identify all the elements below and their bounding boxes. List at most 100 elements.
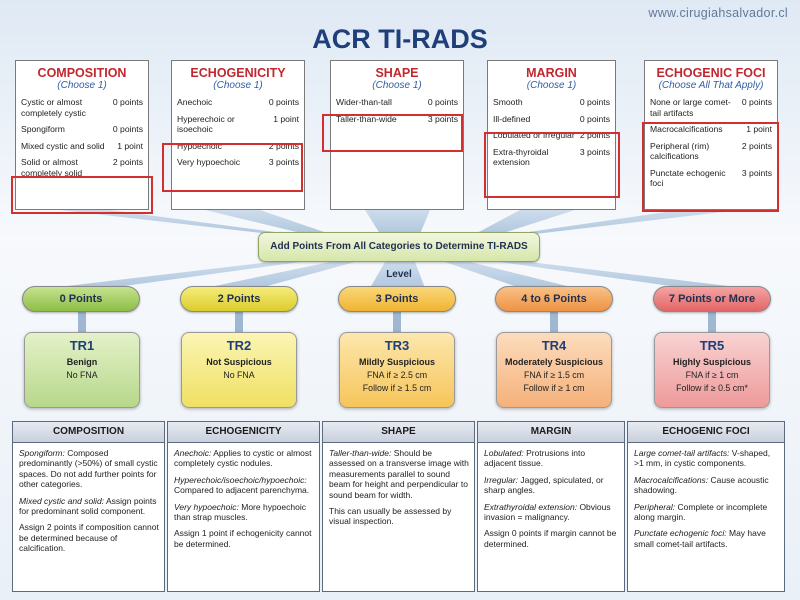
tr-box-tr1: TR1 Benign No FNA <box>24 332 140 408</box>
category-composition: COMPOSITION (Choose 1) Cystic or almost … <box>15 60 149 210</box>
desc-title: ECHOGENIC FOCI <box>628 422 784 443</box>
option-points: 0 points <box>112 97 143 107</box>
option-row: Anechoic 0 points <box>177 97 299 108</box>
desc-paragraph: Hyperechoic/isoechoic/hypoechoic: Compar… <box>174 474 310 496</box>
desc-paragraph: Spongiform: Composed predominantly (>50%… <box>19 448 158 490</box>
tr-code: TR3 <box>384 338 410 353</box>
option-label: None or large comet-tail artifacts <box>650 97 731 118</box>
desc-title: SHAPE <box>323 422 474 443</box>
desc-body: Anechoic: Applies to cystic or almost co… <box>168 443 319 549</box>
ray-up-3 <box>365 210 430 234</box>
option-label: Anechoic <box>177 97 213 107</box>
option-points: 3 points <box>741 167 772 178</box>
tr-box-tr4: TR4 Moderately Suspicious FNA if ≥ 1.5 c… <box>496 332 612 408</box>
desc-paragraph: Taller-than-wide: Should be assessed on … <box>329 448 469 500</box>
points-pill-tr3: 3 Points <box>338 286 456 312</box>
desc-body: Lobulated: Protrusions into adjacent tis… <box>478 443 624 549</box>
highlight-box <box>484 132 620 198</box>
option-points: 2 points <box>112 157 143 167</box>
tr-box-tr5: TR5 Highly Suspicious FNA if ≥ 1 cm Foll… <box>654 332 770 408</box>
tr-recommendation: No FNA <box>66 370 98 380</box>
option-row: Solid or almost completely solid 2 points <box>21 157 143 178</box>
category-subtitle: (Choose 1) <box>372 80 422 91</box>
option-points: 0 points <box>112 124 143 134</box>
tr-name: Moderately Suspicious <box>504 357 604 367</box>
option-label: Lobulated or irregular <box>493 130 575 140</box>
option-label: Solid or almost completely solid <box>21 157 83 178</box>
option-label: Taller-than-wide <box>336 113 397 124</box>
category-echogenic-foci: ECHOGENIC FOCI (Choose All That Apply) N… <box>644 60 778 210</box>
option-points: 3 points <box>268 157 299 167</box>
desc-body: Taller-than-wide: Should be assessed on … <box>323 443 474 527</box>
desc-paragraph: Punctate echogenic foci: May have small … <box>634 528 766 549</box>
option-row: Punctate echogenic foci 3 points <box>650 168 772 189</box>
option-label: Punctate echogenic foci <box>650 167 726 189</box>
desc-paragraph: Large comet-tail artifacts: V-shaped, >1… <box>634 448 771 469</box>
option-label: Wider-than-tall <box>336 97 392 107</box>
desc-paragraph: Irregular: Jagged, spiculated, or sharp … <box>484 474 604 496</box>
option-row: Wider-than-tall 0 points <box>336 97 458 108</box>
points-pill-tr5: 7 Points or More <box>653 286 771 312</box>
desc-margin: MARGIN Lobulated: Protrusions into adjac… <box>477 421 625 592</box>
option-label: Ill-defined <box>493 113 531 124</box>
desc-shape: SHAPE Taller-than-wide: Should be assess… <box>322 421 475 592</box>
desc-paragraph: Anechoic: Applies to cystic or almost co… <box>174 448 312 469</box>
option-points: 1 point <box>117 140 143 151</box>
option-label: Hypoechoic <box>177 140 222 151</box>
category-title: ECHOGENIC FOCI <box>656 66 766 80</box>
points-pill-tr1: 0 Points <box>22 286 140 312</box>
ray-down-4 <box>445 262 575 288</box>
ray-up-1 <box>60 210 290 234</box>
option-points: 1 point <box>746 124 772 134</box>
ray-up-5 <box>515 210 740 234</box>
option-label: Spongiform <box>21 124 65 134</box>
points-pill-tr2: 2 Points <box>180 286 298 312</box>
category-subtitle: (Choose 1) <box>213 80 263 91</box>
tr-recommendation: Follow if ≥ 1 cm <box>523 383 585 393</box>
desc-echogenicity: ECHOGENICITY Anechoic: Applies to cystic… <box>167 421 320 592</box>
tr-connectors <box>78 312 716 332</box>
option-points: 3 points <box>579 146 610 157</box>
option-points: 0 points <box>268 97 299 107</box>
option-points: 0 points <box>579 113 610 124</box>
highlight-box <box>162 143 303 192</box>
site-url: www.cirugiahsalvador.cl <box>648 6 788 20</box>
tr-box-tr2: TR2 Not Suspicious No FNA <box>181 332 297 408</box>
option-label: Peripheral (rim) calcifications <box>650 140 710 162</box>
desc-paragraph: Assign 2 points if composition cannot be… <box>19 522 159 554</box>
desc-title: COMPOSITION <box>13 422 164 443</box>
option-row: Spongiform 0 points <box>21 124 143 135</box>
desc-echogenic-foci: ECHOGENIC FOCI Large comet-tail artifact… <box>627 421 785 592</box>
option-label: Hyperechoic or isoechoic <box>177 113 235 135</box>
ray-down-1 <box>50 262 300 288</box>
ray-down-5 <box>500 262 745 288</box>
tr-recommendation: No FNA <box>223 370 255 380</box>
tr-recommendation: Follow if ≥ 1.5 cm <box>362 383 432 393</box>
highlight-box <box>11 176 153 214</box>
tr-code: TR5 <box>699 338 725 353</box>
option-points: 2 points <box>268 140 299 151</box>
ray-up-2 <box>205 210 330 234</box>
tr-recommendation: FNA if ≥ 2.5 cm <box>366 370 428 380</box>
highlight-box <box>642 122 779 212</box>
option-points: 0 points <box>741 97 772 107</box>
tr-recommendation: FNA if ≥ 1 cm <box>685 370 739 380</box>
desc-body: Large comet-tail artifacts: V-shaped, >1… <box>628 443 784 549</box>
option-row: Ill-defined 0 points <box>493 114 610 125</box>
desc-title: MARGIN <box>478 422 624 443</box>
option-label: Smooth <box>493 97 523 107</box>
option-points: 0 points <box>427 97 458 107</box>
category-subtitle: (Choose 1) <box>526 80 577 91</box>
tr-code: TR2 <box>226 338 252 353</box>
category-subtitle: (Choose All That Apply) <box>658 80 764 91</box>
